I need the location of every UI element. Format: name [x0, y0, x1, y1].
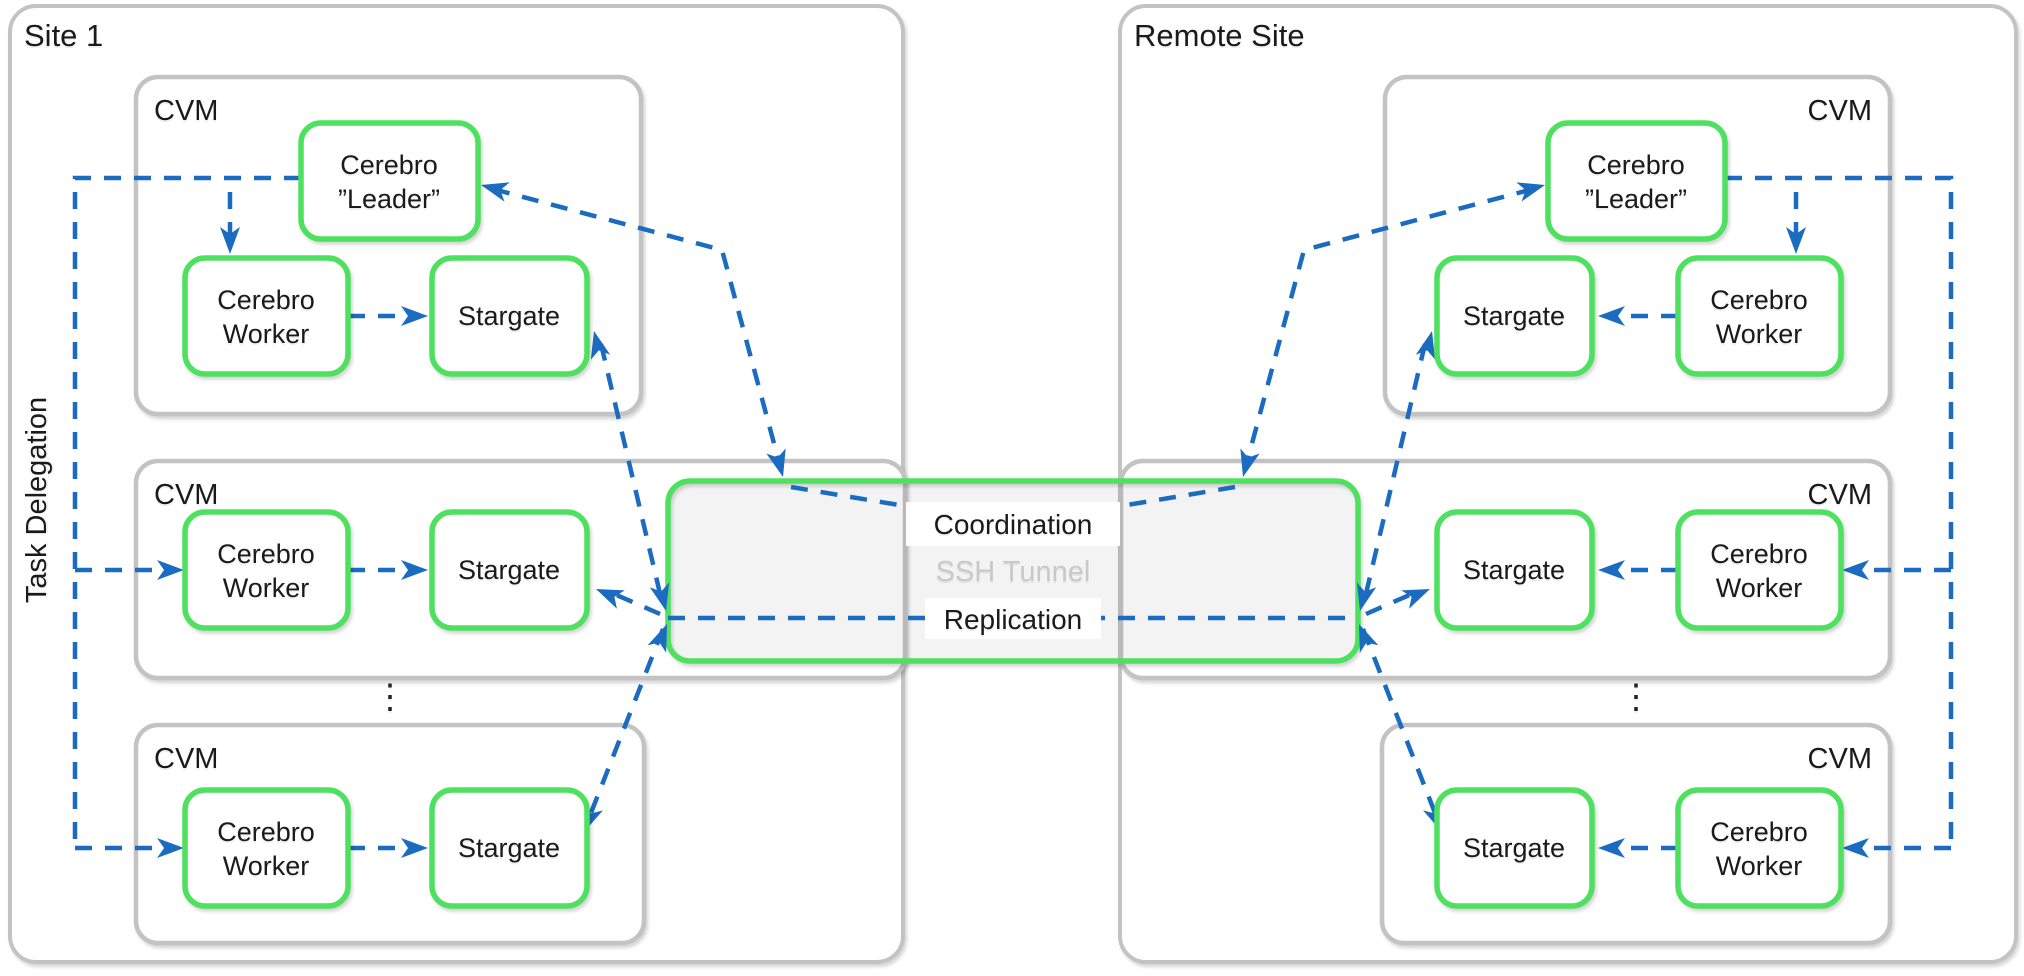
node-cerebro-leader-left: Cerebro ”Leader”	[298, 120, 481, 242]
cvm-label-left-top: CVM	[154, 95, 218, 127]
node-label: Cerebro	[1710, 285, 1808, 315]
node-label: Worker	[223, 573, 310, 603]
site1-label: Site 1	[24, 18, 103, 53]
node-label: Cerebro	[217, 285, 315, 315]
node-cerebro-worker-left-middle: Cerebro Worker	[182, 509, 351, 631]
node-label: Stargate	[1463, 301, 1565, 331]
node-label: Worker	[223, 319, 310, 349]
node-label: Worker	[1716, 319, 1803, 349]
replication-label-strip	[925, 598, 1101, 639]
edge-junction-stargate-right-top	[1361, 343, 1428, 603]
coordination-label: Coordination	[934, 509, 1093, 540]
node-label: Cerebro	[340, 150, 438, 180]
node-label: Stargate	[458, 833, 560, 863]
node-label: Stargate	[1463, 555, 1565, 585]
node-stargate-right-middle: Stargate	[1434, 509, 1595, 631]
edge-task-delegation-left	[72, 175, 301, 848]
node-cerebro-worker-right-middle: Cerebro Worker	[1675, 509, 1844, 631]
node-label: Stargate	[1463, 833, 1565, 863]
node-label: Worker	[1716, 573, 1803, 603]
node-label: Cerebro	[1587, 150, 1685, 180]
cvm-label-right-bottom: CVM	[1808, 743, 1872, 775]
arrowheads	[157, 182, 1869, 858]
coordination-label-strip	[906, 502, 1120, 546]
node-label: Cerebro	[217, 817, 315, 847]
node-cerebro-worker-right-top: Cerebro Worker	[1675, 255, 1844, 377]
node-cerebro-worker-left-top: Cerebro Worker	[182, 255, 351, 377]
node-label: Worker	[1716, 851, 1803, 881]
cvm-label-left-bottom: CVM	[154, 743, 218, 775]
cvm-label-right-middle: CVM	[1808, 479, 1872, 511]
node-label: ”Leader”	[338, 184, 440, 214]
edge-task-delegation-right	[1725, 175, 1954, 848]
ssh-tunnel-label: SSH Tunnel	[936, 556, 1091, 588]
node-stargate-right-bottom: Stargate	[1434, 787, 1595, 909]
edge-junction-stargate-left-top	[598, 343, 665, 603]
node-label: Stargate	[458, 555, 560, 585]
node-stargate-left-top: Stargate	[429, 255, 590, 377]
remote-site-label: Remote Site	[1134, 18, 1305, 53]
cvm-label-left-middle: CVM	[154, 479, 218, 511]
node-cerebro-worker-right-bottom: Cerebro Worker	[1675, 787, 1844, 909]
node-cerebro-leader-right: Cerebro ”Leader”	[1545, 120, 1728, 242]
node-cerebro-worker-left-bottom: Cerebro Worker	[182, 787, 351, 909]
node-label: Cerebro	[1710, 817, 1808, 847]
node-stargate-right-top: Stargate	[1434, 255, 1595, 377]
ellipsis-right: ⋮	[1619, 678, 1653, 716]
node-stargate-left-middle: Stargate	[429, 509, 590, 631]
cvm-label-right-top: CVM	[1808, 95, 1872, 127]
node-label: ”Leader”	[1585, 184, 1687, 214]
node-stargate-left-bottom: Stargate	[429, 787, 590, 909]
edge-junction-stargate-right-bottom	[1360, 628, 1440, 819]
edge-junction-stargate-left-middle	[611, 590, 661, 617]
edge-junction-stargate-right-middle	[1365, 590, 1415, 617]
node-label: Cerebro	[217, 539, 315, 569]
task-delegation-label: Task Delegation	[21, 397, 53, 603]
node-label: Cerebro	[1710, 539, 1808, 569]
replication-label: Replication	[944, 604, 1083, 635]
ellipsis-left: ⋮	[373, 678, 407, 716]
edge-junction-stargate-left-bottom	[586, 628, 666, 819]
node-label: Stargate	[458, 301, 560, 331]
node-label: Worker	[223, 851, 310, 881]
